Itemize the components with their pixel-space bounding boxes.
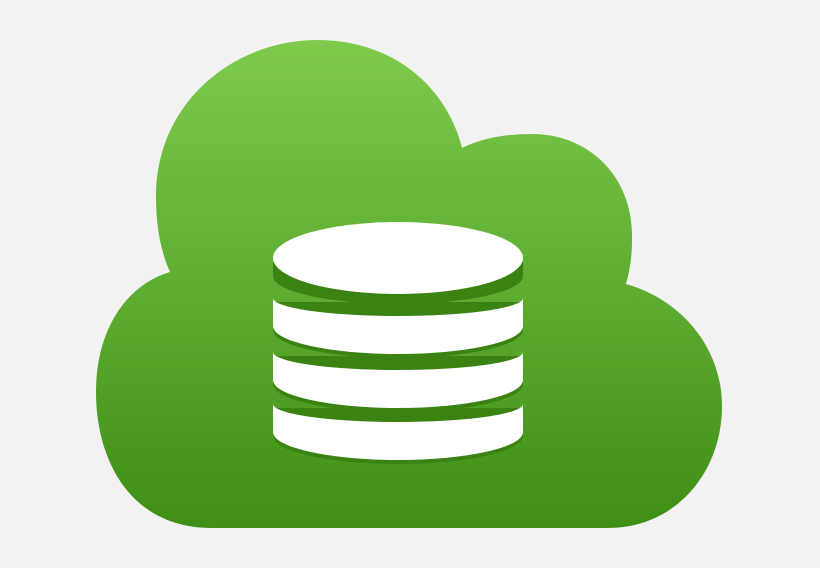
database-layer-middle-upper xyxy=(273,298,523,358)
database-layer-middle-lower xyxy=(273,352,523,412)
database-layer-bottom xyxy=(273,404,523,464)
database-layer-top xyxy=(273,222,523,304)
database-icon xyxy=(273,222,523,464)
